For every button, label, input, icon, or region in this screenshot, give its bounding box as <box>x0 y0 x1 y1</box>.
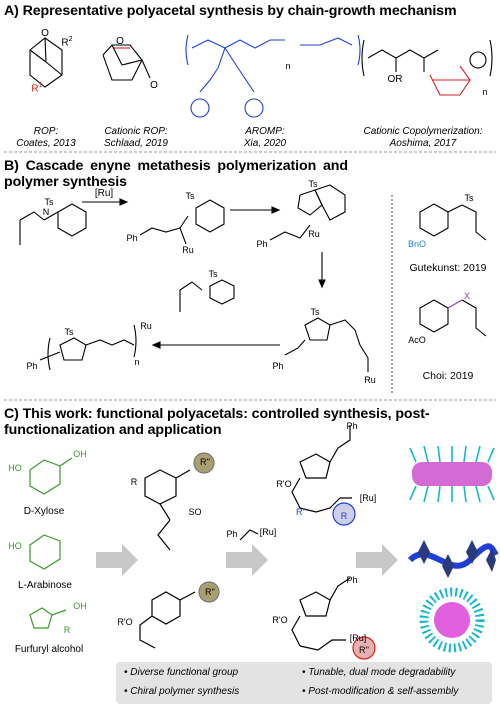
ph-label-c2: Ph <box>346 421 358 431</box>
ho-label-2: HO <box>8 541 22 551</box>
ts-label-2: Ts <box>185 191 195 201</box>
enyne-monomer-2-structure <box>179 279 235 312</box>
section-a-heading: A) Representative polyacetal synthesis b… <box>4 3 457 19</box>
ru-label-1: Ru <box>182 245 194 255</box>
gray-arrow-1 <box>96 544 138 576</box>
levoglucosenone-structure <box>102 44 151 81</box>
ref-gutekunst: Gutekunst: 2019 <box>409 262 487 274</box>
ph-label-3: Ph <box>272 361 284 371</box>
r-label-c3: R <box>340 511 348 521</box>
ph-label-4: Ph <box>26 361 38 371</box>
feature-chiral-polymer-synthesis: • Chiral polymer synthesis <box>124 686 240 697</box>
atom-o-a1: O <box>41 28 49 39</box>
rprime-o2s-label-2: R'O <box>276 479 292 489</box>
polyacetal-polymer-2-structure <box>291 577 351 651</box>
atom-or-label: OR <box>387 74 403 85</box>
catalyst-label: [Ru] <box>94 188 114 199</box>
functional-monomer-1-structure <box>144 469 191 551</box>
ph-label-c1: Ph <box>226 529 238 539</box>
enyne-monomer-structure <box>19 203 87 245</box>
gutekunst-monomer-structure <box>419 203 487 241</box>
r-dprime-label-1: R'' <box>200 457 210 467</box>
ruthenium-carbene-intermediate <box>139 199 225 245</box>
propagating-chain-intermediate <box>284 317 369 372</box>
atom-o-a2: O <box>116 36 124 47</box>
x-label: X <box>463 291 470 301</box>
aco-label: AcO <box>408 335 426 345</box>
polyacetal-polymer-1-structure <box>291 425 352 513</box>
subscript-n-a3: n <box>285 61 291 71</box>
caption-aromp: AROMP: Xia, 2020 <box>243 126 287 149</box>
r-dprime-label-4: R'' <box>359 645 369 655</box>
bottlebrush-illustration <box>409 445 495 503</box>
ts-label-1: Ts <box>44 197 54 207</box>
ts-label-3: Ts <box>308 179 318 189</box>
r-dprime-label-3: R'' <box>296 507 306 517</box>
oh-label-1: OH <box>73 449 87 459</box>
sugar-label-d-xylose: D-Xylose <box>23 506 65 517</box>
l-arabinose-structure <box>29 534 61 570</box>
ph-label-c3: Ph <box>346 575 358 585</box>
n-atom-1: N <box>42 207 50 217</box>
bno-label: BnO <box>407 239 426 249</box>
bicyclic-acetal-structure <box>29 37 63 88</box>
caption-rop: ROP: Coates, 2013 <box>16 126 76 149</box>
oh-label-3: OH <box>73 601 87 611</box>
r-group-sphere-2 <box>198 581 220 603</box>
r-group-sphere-4 <box>352 636 376 660</box>
caption-cationic-copolymerization: Cationic Copolymerization: Aoshima, 2017 <box>363 126 483 149</box>
ru-label-4: Ru <box>140 321 152 331</box>
furfuryl-alcohol-structure <box>29 607 67 629</box>
atom-ome-label: O <box>150 80 158 91</box>
ru-label-2: Ru <box>308 229 320 239</box>
atom-r1-label: R1 <box>31 82 43 95</box>
micelle-illustration <box>419 587 485 653</box>
gray-arrow-3 <box>356 544 398 576</box>
feature-diverse-functional-group: • Diverse functional group <box>124 667 239 678</box>
ts-label-5: Ts <box>310 307 320 317</box>
ph-label-1: Ph <box>126 233 138 243</box>
section-c-heading: C) This work: functional polyacetals: co… <box>4 406 430 438</box>
sugar-label-l-arabinose: L-Arabinose <box>18 580 72 591</box>
ru-label-c3: [Ru] <box>349 633 367 643</box>
cyclized-intermediate <box>269 184 346 241</box>
ho-label-1: HO <box>8 463 22 473</box>
atom-r2-label: R2 <box>61 36 73 49</box>
subscript-n-a4: n <box>482 87 488 97</box>
r-dprime-label-2: R'' <box>205 587 215 597</box>
feature-tunable-degradability: • Tunable, dual mode degradability <box>302 667 456 678</box>
r-group-sphere-1 <box>193 452 215 474</box>
helical-polymer-illustration <box>407 540 499 578</box>
subscript-n-b: n <box>134 357 140 367</box>
so2r-label: SO <box>188 507 202 517</box>
section-b-heading: B) Cascade enyne metathesis polymerizati… <box>4 158 348 190</box>
ts-label-7: Ts <box>464 193 474 203</box>
gray-arrow-2 <box>226 544 268 576</box>
ref-choi: Choi: 2019 <box>422 370 474 382</box>
r-label-monomer-1: R <box>130 477 138 487</box>
ru-label-c2: [Ru] <box>359 493 377 503</box>
r-group-sphere-3 <box>332 502 356 526</box>
feature-post-modification: • Post-modification & self-assembly <box>302 686 459 697</box>
choi-monomer-structure <box>419 299 487 337</box>
sugar-label-furfuryl-alcohol: Furfuryl alcohol <box>14 644 84 655</box>
rprime-o2s-label-3: R'O <box>272 615 288 625</box>
aromp-polymer-structure <box>185 34 361 118</box>
functional-monomer-2-structure <box>139 591 196 649</box>
rprime-o2s-label-1: R'O <box>117 617 133 627</box>
features-panel <box>116 662 492 704</box>
d-xylose-structure <box>29 457 73 495</box>
caption-cationic-rop: Cationic ROP: Schlaad, 2019 <box>104 126 168 149</box>
r-label-furfuryl: R <box>63 625 71 635</box>
aoshima-copolymer-structure <box>361 39 493 96</box>
ru-label-c1: [Ru] <box>259 527 277 537</box>
ph-label-2: Ph <box>256 239 268 249</box>
ru-label-3: Ru <box>364 375 376 385</box>
polyene-polymer-structure <box>39 324 137 371</box>
ts-label-4: Ts <box>208 269 218 279</box>
ts-label-6: Ts <box>64 327 74 337</box>
